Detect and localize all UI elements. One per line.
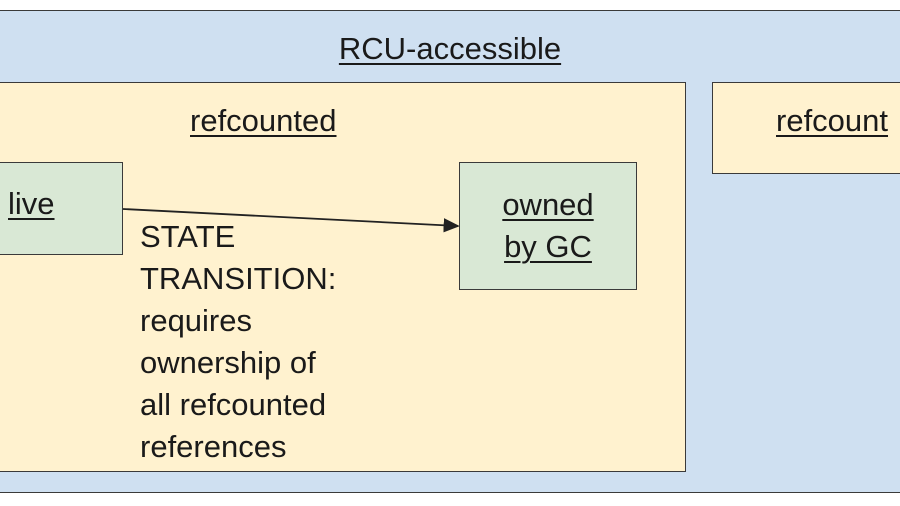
live-state-box	[0, 162, 123, 255]
live-state-label: live	[8, 186, 55, 221]
transition-note-line-5: all refcounted	[140, 387, 327, 422]
owned-label-line-2: by GC	[504, 229, 592, 264]
owned-by-gc-state-label: owned by GC	[459, 184, 637, 268]
owned-by-gc-state-box	[459, 162, 637, 290]
transition-note-line-4: ownership of	[140, 345, 316, 380]
transition-note-line-1: STATE	[140, 219, 236, 254]
partial-refcounted-region	[712, 82, 900, 174]
transition-note-line-3: requires	[140, 303, 252, 338]
owned-label-line-1: owned	[502, 187, 594, 222]
transition-note-line-2: TRANSITION:	[140, 261, 337, 296]
partial-refcounted-label: refcount	[776, 103, 889, 138]
transition-note-line-6: references	[140, 429, 287, 464]
refcounted-label: refcounted	[190, 103, 337, 138]
rcu-accessible-label: RCU-accessible	[338, 31, 562, 66]
state-transition-note: STATE TRANSITION: requires ownership of …	[140, 216, 400, 468]
